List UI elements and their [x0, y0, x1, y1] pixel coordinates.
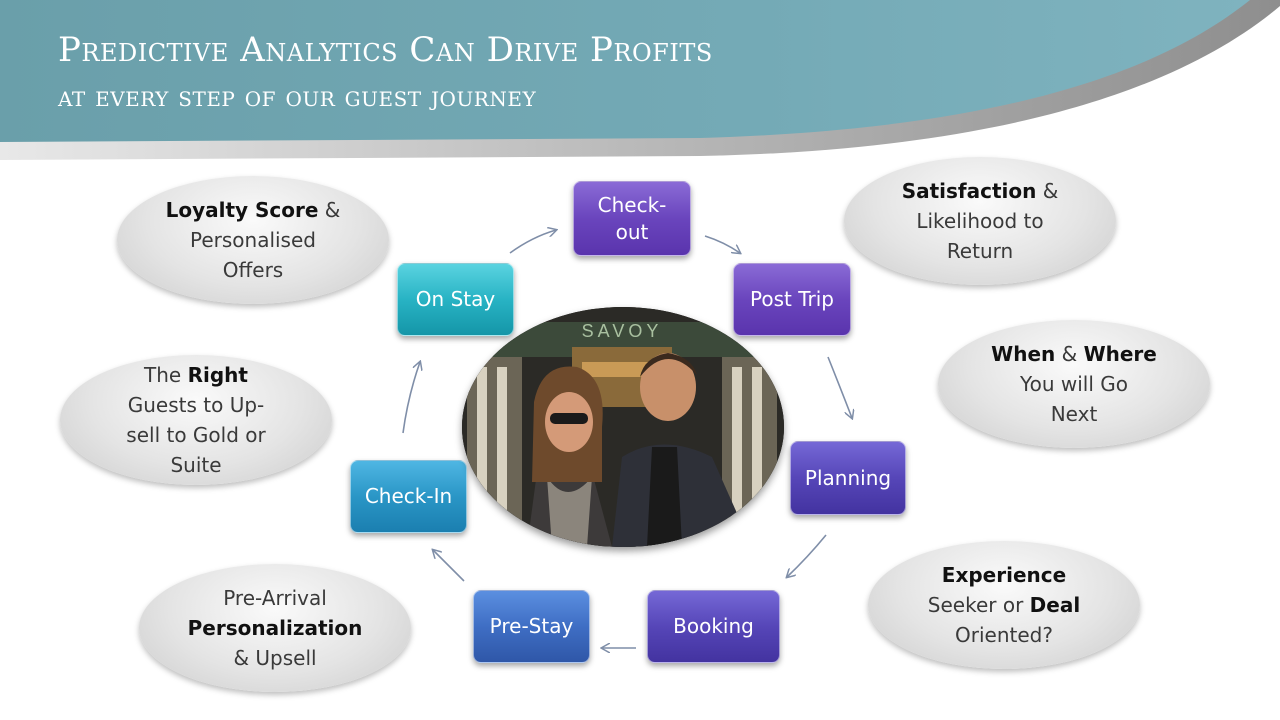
- step-planning[interactable]: Planning: [790, 441, 906, 515]
- step-check-out[interactable]: Check- out: [573, 181, 691, 256]
- savoy-sign: SAVOY: [582, 321, 663, 341]
- header-banner: [0, 0, 1280, 160]
- step-check-in[interactable]: Check-In: [350, 460, 467, 533]
- curved-arrow-icon: [827, 356, 852, 418]
- slide-title: Predictive Analytics Can Drive Profits: [58, 30, 713, 70]
- guest-couple-photo: SAVOY: [462, 307, 784, 547]
- curved-arrow-icon: [787, 534, 827, 577]
- curved-arrow-icon: [402, 362, 420, 434]
- step-pre-stay[interactable]: Pre-Stay: [473, 590, 590, 663]
- curved-arrow-icon: [704, 235, 740, 253]
- step-on-stay[interactable]: On Stay: [397, 263, 514, 336]
- step-booking[interactable]: Booking: [647, 590, 780, 663]
- curved-arrow-icon: [433, 550, 465, 582]
- slide-subtitle: at every step of our guest journey: [58, 80, 537, 113]
- curved-arrow-icon: [509, 230, 556, 254]
- step-post-trip[interactable]: Post Trip: [733, 263, 851, 336]
